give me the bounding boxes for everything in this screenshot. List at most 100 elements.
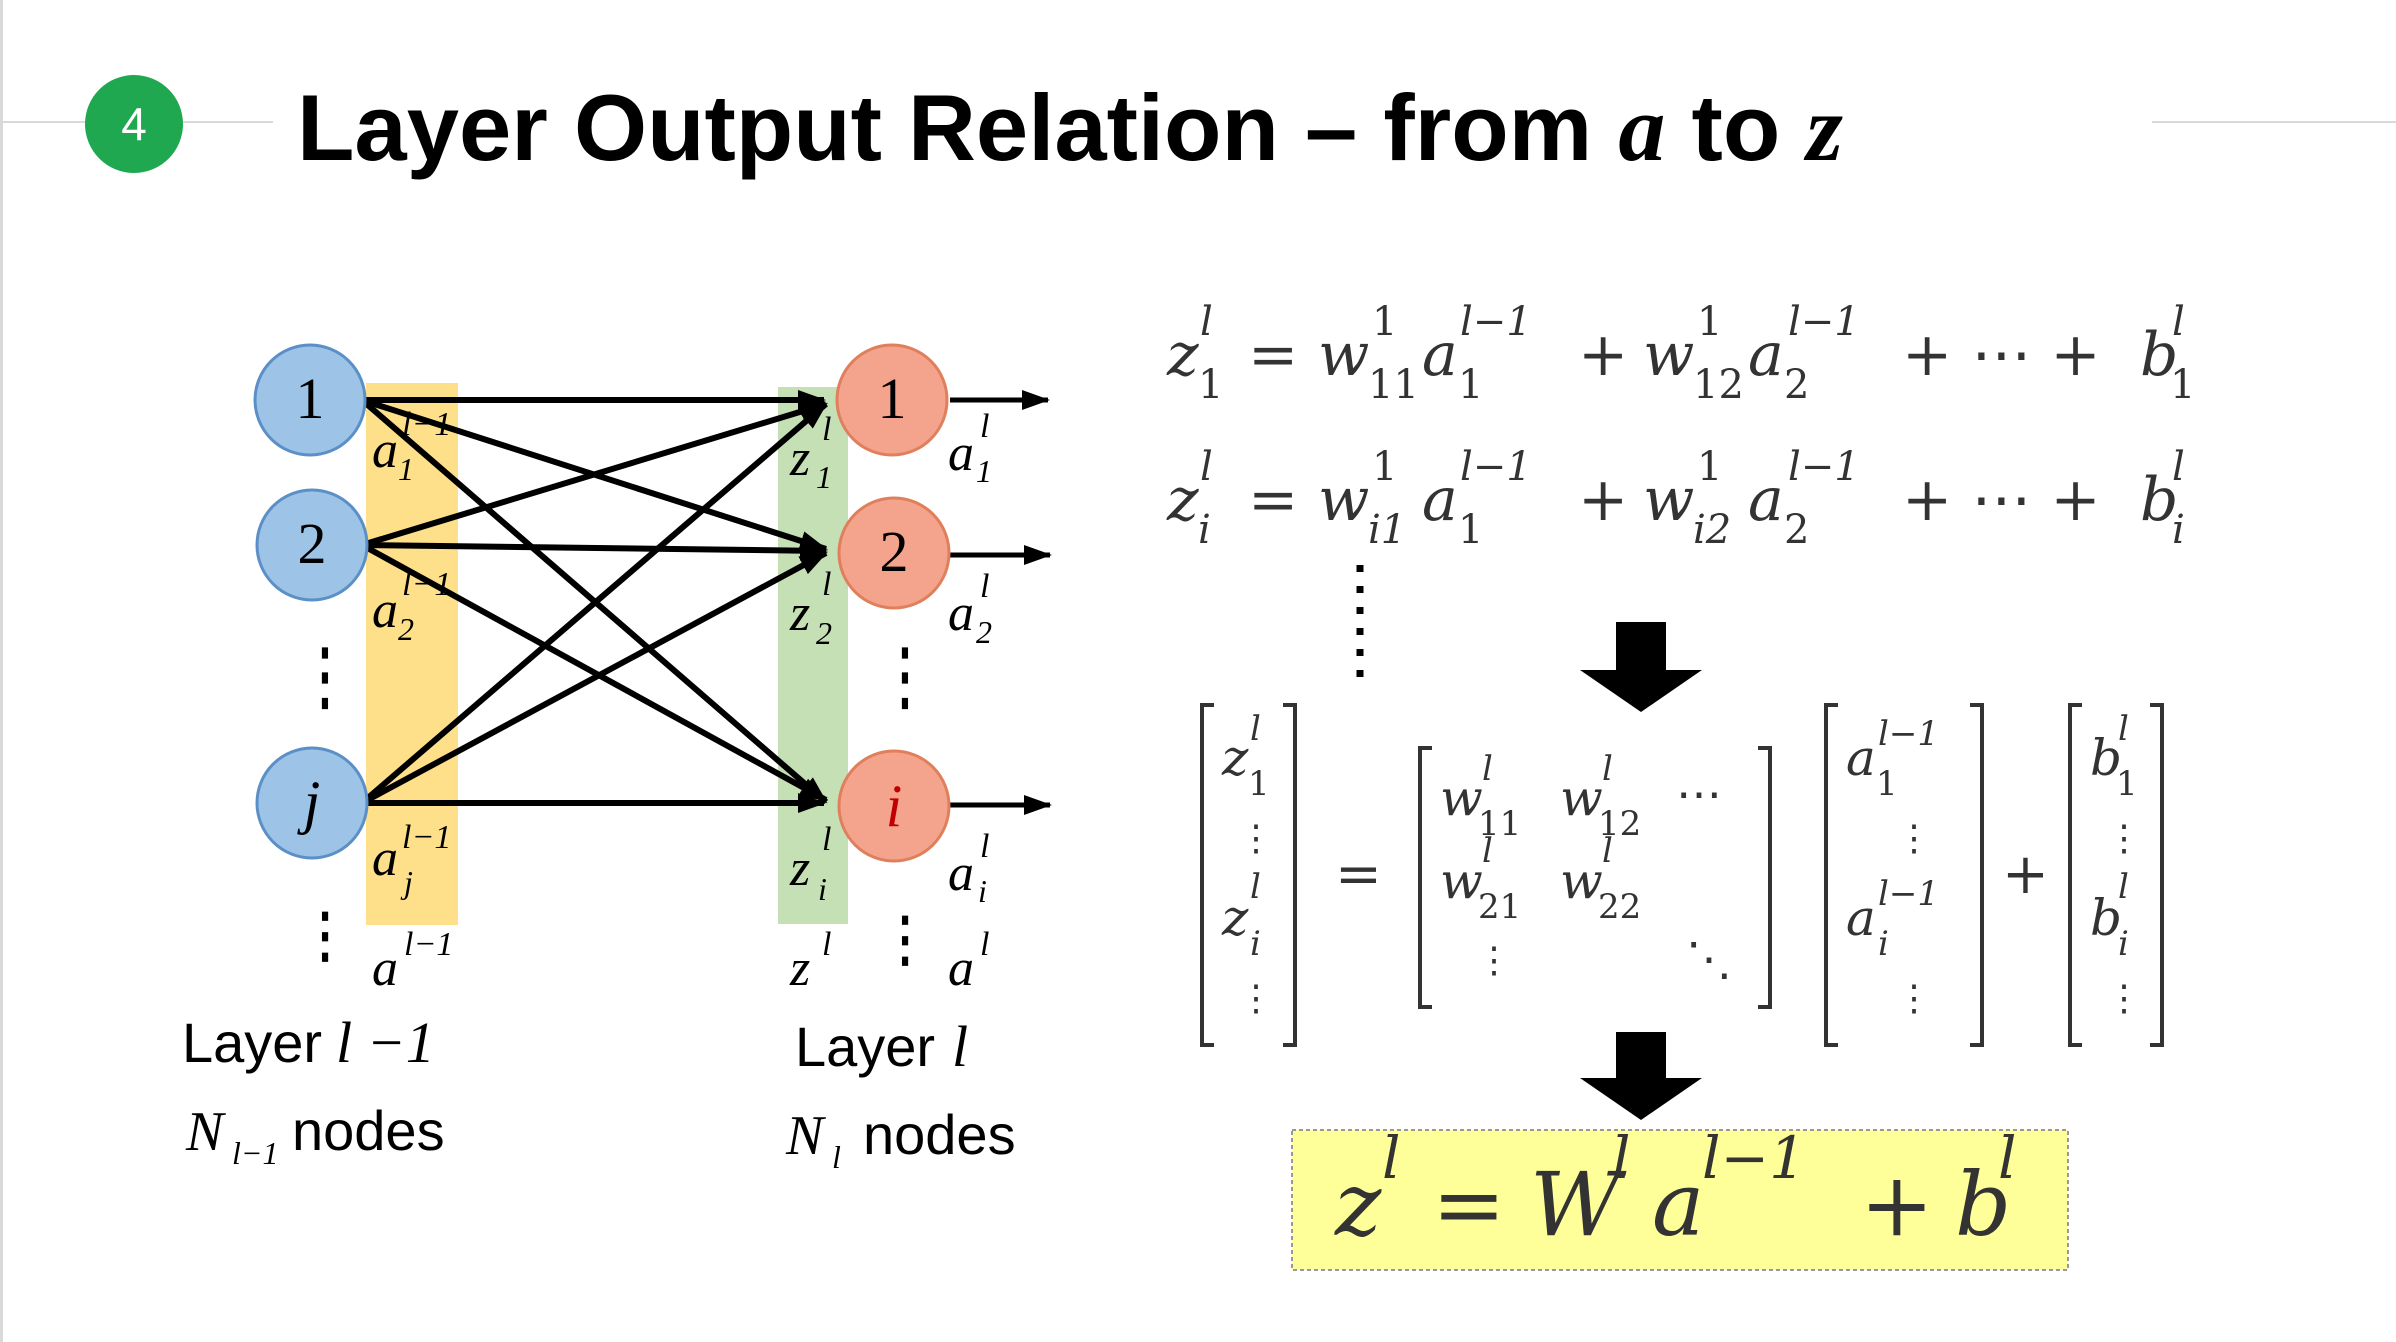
out-a1-letter: a bbox=[948, 425, 974, 482]
right-vdots-mid: ⋮ bbox=[882, 636, 928, 718]
eq1-a2-sub: 2 bbox=[1784, 362, 1809, 408]
layer-captions: Layer l −1 N l−1 nodes Layer l N l nodes bbox=[182, 1010, 1016, 1175]
right-layer-nodes: 1 2 i bbox=[835, 343, 951, 863]
right-node-2-label: 2 bbox=[880, 519, 909, 584]
eq1-b: b bbox=[2140, 320, 2178, 390]
left-vdots-mid: ⋮ bbox=[302, 636, 348, 718]
mw12-sup: l bbox=[1602, 749, 1613, 789]
a1-letter: a bbox=[372, 422, 398, 479]
slide-title: Layer Output Relation – from a to z bbox=[297, 68, 1843, 189]
mw-cdots: ⋯ bbox=[1676, 767, 1722, 821]
down-arrow-1 bbox=[1580, 622, 1702, 712]
w-matrix-bracket-right bbox=[1758, 746, 1772, 1009]
header-rule-left bbox=[0, 121, 85, 123]
mw22-sub: 22 bbox=[1598, 887, 1641, 927]
right-layer-caption: Layer bbox=[795, 1015, 935, 1078]
slide-number-badge: 4 bbox=[85, 75, 183, 173]
ma-vdots-2: ⋮ bbox=[1896, 978, 1932, 1019]
right-output-labels: a l 1 a l 2 a l i a l bbox=[948, 408, 992, 997]
left-node-j bbox=[255, 746, 369, 860]
eq2-a2-sub: 2 bbox=[1784, 507, 1809, 553]
mb-vdots-2: ⋮ bbox=[2106, 978, 2142, 1019]
final-equals: = bbox=[1432, 1153, 1506, 1256]
z-vector-letter: z bbox=[789, 940, 810, 997]
z-vector-sup: l bbox=[822, 926, 831, 963]
ma1-sub: 1 bbox=[1876, 764, 1898, 804]
left-node-2 bbox=[255, 488, 369, 602]
eq2-w2-sub: i2 bbox=[1693, 507, 1731, 553]
mw-vdots: ⋮ bbox=[1476, 940, 1512, 981]
z2-sup: l bbox=[822, 566, 831, 603]
mw11: w bbox=[1440, 769, 1483, 827]
a1-sub: 1 bbox=[398, 451, 414, 487]
out-ai-letter: a bbox=[948, 845, 974, 902]
edge-j-1 bbox=[360, 401, 828, 806]
right-z-labels: z l 1 z l 2 z l i z l bbox=[789, 411, 832, 997]
final-plus: + bbox=[1860, 1153, 1934, 1256]
z1-sup: l bbox=[822, 411, 831, 448]
mw-ddots: ⋱ bbox=[1686, 932, 1732, 986]
result-box bbox=[1291, 1129, 2069, 1271]
right-node-i bbox=[837, 749, 951, 863]
final-a: a bbox=[1652, 1153, 1704, 1256]
title-prefix: Layer Output Relation – from bbox=[297, 75, 1593, 180]
mw12: w bbox=[1560, 769, 1603, 827]
aj-letter: a bbox=[372, 830, 398, 887]
eq2-b-sup: l bbox=[2172, 444, 2185, 490]
equation-1: z l 1 = w 1 11 a l−1 1 + w 1 12 a l−1 2 … bbox=[1166, 299, 2195, 408]
eq2-equals: = bbox=[1248, 465, 1298, 535]
eq2-b: b bbox=[2140, 465, 2178, 535]
out-a2-sup: l bbox=[980, 568, 989, 605]
eq2-plus-1: + bbox=[1578, 465, 1628, 535]
eq2-a2-sup: l−1 bbox=[1788, 444, 1860, 490]
eq1-a2: a bbox=[1748, 320, 1784, 390]
title-var-z: z bbox=[1806, 77, 1843, 181]
out-ai-sup: l bbox=[980, 828, 989, 865]
mz-vdots-1: ⋮ bbox=[1238, 818, 1274, 859]
zi-letter: z bbox=[789, 840, 810, 897]
final-b-sup: l bbox=[1998, 1124, 2017, 1192]
ma1-sup: l−1 bbox=[1878, 714, 1939, 754]
eq2-z-sup: l bbox=[1200, 444, 1213, 490]
connections bbox=[360, 390, 828, 813]
mb1-sup: l bbox=[2118, 709, 2129, 749]
eq2-z-sub: i bbox=[1198, 507, 1211, 553]
mb1-sub: 1 bbox=[2116, 764, 2138, 804]
left-nodes-caption: nodes bbox=[292, 1099, 445, 1162]
out-a-vector-letter: a bbox=[948, 940, 974, 997]
final-z: z bbox=[1334, 1153, 1382, 1256]
eq2-z: z bbox=[1166, 465, 1199, 535]
right-nodes-N: N bbox=[785, 1105, 826, 1167]
eq2-a1: a bbox=[1422, 465, 1458, 535]
final-equation: z l = W l a l−1 + b l bbox=[1334, 1124, 2017, 1256]
right-z-band bbox=[778, 387, 848, 924]
z1-letter: z bbox=[789, 430, 810, 487]
right-node-1-label: 1 bbox=[878, 366, 907, 431]
mw21: w bbox=[1440, 852, 1483, 910]
eq2-w2-sup: 1 bbox=[1697, 444, 1722, 490]
mz1-sub: 1 bbox=[1248, 764, 1270, 804]
eq2-w1: w bbox=[1318, 465, 1369, 535]
edge-2-i bbox=[360, 542, 828, 803]
b-vector-bracket-left bbox=[2068, 703, 2082, 1047]
mzi-sup: l bbox=[1250, 867, 1261, 907]
network-vdots: ⋮ ⋮ ⋮ ⋮ bbox=[302, 636, 928, 973]
z1-sub: 1 bbox=[816, 459, 832, 495]
edge-2-2 bbox=[361, 540, 828, 561]
eq2-b-sub: i bbox=[2172, 507, 2185, 553]
left-layer-caption: Layer bbox=[182, 1011, 322, 1074]
b-vector-bracket-right bbox=[2150, 703, 2164, 1047]
final-a-sup: l−1 bbox=[1702, 1124, 1806, 1192]
final-W: W bbox=[1530, 1153, 1627, 1256]
ma1: a bbox=[1846, 729, 1876, 787]
eq1-a1-sup: l−1 bbox=[1460, 299, 1532, 345]
z-vector-bracket-right bbox=[1283, 703, 1297, 1047]
out-a2-sub: 2 bbox=[976, 614, 992, 650]
z2-letter: z bbox=[789, 585, 810, 642]
matrix-equation: z l 1 ⋮ z l i ⋮ = w l 11 w l 12 ⋯ bbox=[1200, 703, 2164, 1047]
eq2-a2: a bbox=[1748, 465, 1784, 535]
output-arrows bbox=[950, 390, 1052, 815]
edge-2-1 bbox=[361, 401, 828, 548]
title-var-a: a bbox=[1618, 77, 1666, 181]
